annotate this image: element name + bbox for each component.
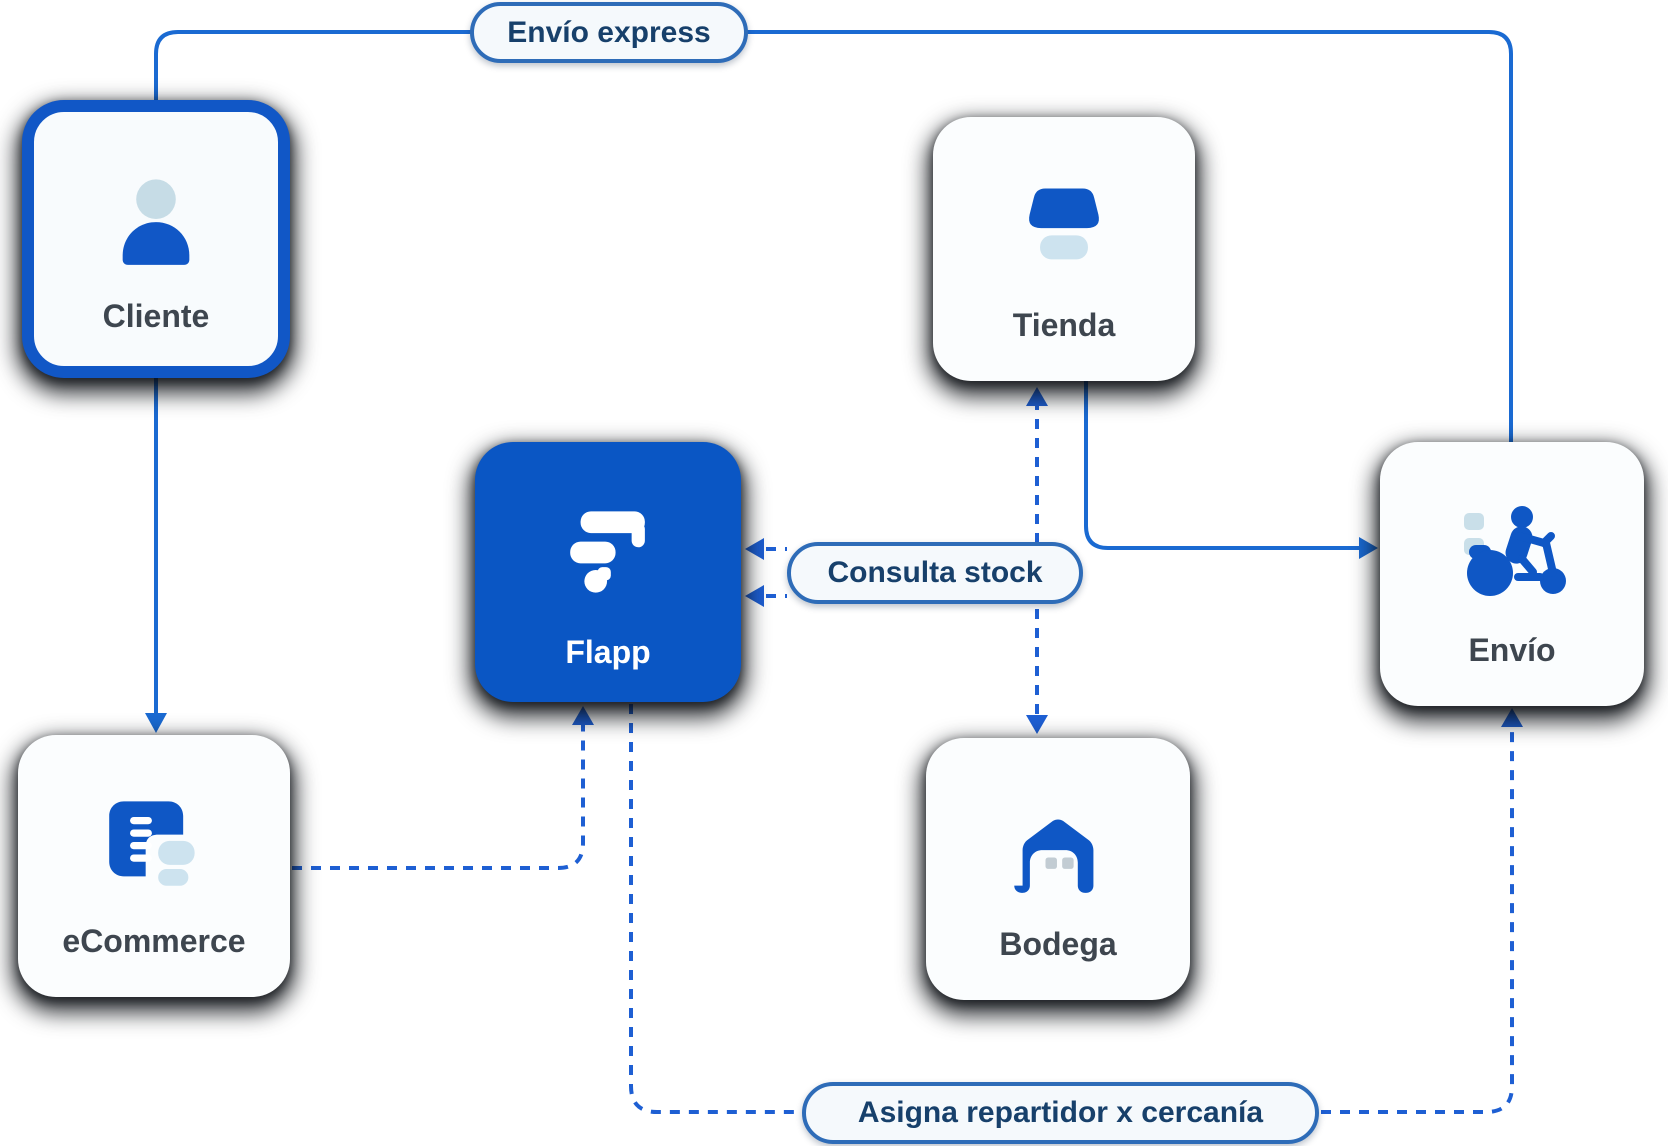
node-flapp: Flapp <box>475 442 741 702</box>
edge-tienda-envio-line <box>1084 381 1360 550</box>
flapp-logo-icon <box>556 474 660 604</box>
node-label-flapp: Flapp <box>565 634 651 670</box>
arrowhead-into-flapp-bottom <box>572 706 594 725</box>
arrowhead-into-envio-left <box>1359 537 1378 559</box>
edge-flapp-asigna-line <box>629 704 800 1114</box>
arrowhead-into-bodega-top <box>1026 715 1048 734</box>
arrowhead-into-ecommerce <box>145 713 167 733</box>
person-icon <box>106 143 206 269</box>
edge-label-envio-express: Envío express <box>470 2 748 63</box>
edge-envio-express-line <box>154 30 1513 444</box>
node-envio: Envío <box>1380 442 1644 706</box>
edge-label-envio-express-text: Envío express <box>507 15 711 49</box>
node-label-envio: Envío <box>1468 632 1556 668</box>
node-bodega: Bodega <box>926 738 1190 1000</box>
edge-label-consulta-stock: Consulta stock <box>787 542 1083 604</box>
arrowhead-into-flapp-right-bottom <box>745 585 764 607</box>
arrowhead-into-tienda-bottom <box>1026 387 1048 406</box>
node-label-cliente: Cliente <box>102 298 210 334</box>
delivery-scooter-icon <box>1456 475 1568 601</box>
storefront-icon <box>1014 150 1114 276</box>
edge-asigna-envio-line <box>1321 726 1514 1114</box>
edge-label-asigna-repartidor-text: Asigna repartidor x cercanía <box>857 1096 1264 1129</box>
node-ecommerce: eCommerce <box>18 735 290 997</box>
edge-label-consulta-stock-text: Consulta stock <box>827 556 1043 589</box>
arrowhead-into-flapp-right-top <box>745 538 764 560</box>
ecommerce-card-icon <box>104 767 204 893</box>
node-cliente: Cliente <box>22 100 290 378</box>
edge-label-asigna-repartidor: Asigna repartidor x cercanía <box>802 1082 1319 1144</box>
node-label-bodega: Bodega <box>999 926 1117 962</box>
edge-ecommerce-flapp-line <box>292 724 585 870</box>
node-label-ecommerce: eCommerce <box>62 923 246 959</box>
node-label-tienda: Tienda <box>1012 307 1116 343</box>
arrowhead-into-envio-bottom <box>1501 708 1523 727</box>
node-tienda: Tienda <box>933 117 1195 381</box>
warehouse-icon <box>1008 770 1108 896</box>
